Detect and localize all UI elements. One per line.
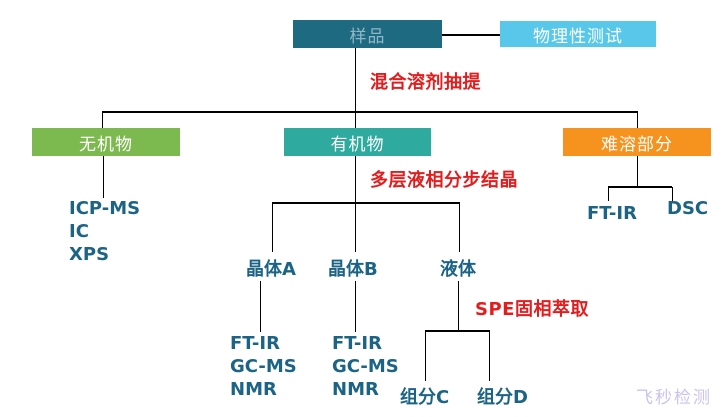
- method-nmr-b: NMR: [332, 379, 379, 400]
- node-inorganic: 无机物: [32, 128, 180, 156]
- node-liquid: 液体: [440, 259, 476, 280]
- node-crystal-a: 晶体A: [246, 259, 296, 280]
- connector-sample-physical: [441, 34, 500, 36]
- connector-insoluble-bracket: [608, 186, 672, 188]
- node-component-d: 组分D: [477, 387, 528, 408]
- node-sample-label: 样品: [349, 26, 386, 47]
- method-ic: IC: [69, 221, 89, 242]
- connector-drop-crystal-a: [271, 203, 273, 252]
- node-sample: 样品: [293, 20, 442, 48]
- method-gcms-a: GC-MS: [230, 356, 297, 377]
- watermark-text: 飞秒检测: [636, 388, 712, 408]
- connector-component-bracket: [425, 330, 490, 332]
- method-list-inorganic: ICP-MS IC XPS: [69, 197, 140, 266]
- connector-drop-liquid: [458, 203, 460, 252]
- connector-drop-ftir: [607, 187, 609, 201]
- method-list-crystal-a: FT-IR GC-MS NMR: [230, 332, 297, 401]
- connector-main-horizontal: [102, 111, 638, 113]
- process-label-fractional-crystallization: 多层液相分步结晶: [370, 170, 518, 191]
- node-insoluble: 难溶部分: [563, 128, 711, 156]
- method-ftir-b: FT-IR: [332, 333, 382, 354]
- connector-insoluble-stem: [636, 156, 638, 187]
- method-nmr-a: NMR: [230, 379, 277, 400]
- method-xps: XPS: [69, 244, 110, 265]
- connector-drop-insoluble: [636, 112, 638, 128]
- connector-drop-dsc: [671, 187, 673, 201]
- connector-drop-inorganic: [101, 112, 103, 128]
- node-physical-test-label: 物理性测试: [533, 26, 623, 47]
- connector-inorganic-stem: [102, 156, 104, 198]
- method-dsc-insoluble: DSC: [667, 198, 709, 219]
- process-label-solvent-extraction: 混合溶剂抽提: [370, 72, 481, 93]
- connector-drop-component-c: [424, 331, 426, 381]
- connector-crystal-b-methods: [354, 281, 356, 332]
- method-gcms-b: GC-MS: [332, 356, 399, 377]
- connector-crystal-a-methods: [259, 281, 261, 332]
- method-list-crystal-b: FT-IR GC-MS NMR: [332, 332, 399, 401]
- node-inorganic-label: 无机物: [79, 134, 133, 155]
- connector-liquid-stem: [457, 281, 459, 331]
- connector-drop-crystal-b: [354, 203, 356, 252]
- connector-drop-organic: [354, 112, 356, 128]
- node-insoluble-label: 难溶部分: [601, 134, 673, 155]
- connector-organic-stem: [354, 156, 356, 203]
- connector-drop-component-d: [488, 331, 490, 381]
- node-organic: 有机物: [284, 128, 431, 156]
- connector-sample-stem: [354, 48, 356, 112]
- method-icp-ms: ICP-MS: [69, 198, 141, 219]
- node-organic-label: 有机物: [330, 134, 385, 155]
- method-ftir-insoluble: FT-IR: [587, 203, 637, 224]
- node-crystal-b: 晶体B: [328, 259, 378, 280]
- connector-crystal-bracket: [272, 202, 460, 204]
- node-physical-test: 物理性测试: [500, 21, 656, 47]
- process-label-spe-extraction: SPE固相萃取: [475, 299, 589, 320]
- node-component-c: 组分C: [400, 387, 450, 408]
- method-ftir-a: FT-IR: [230, 333, 280, 354]
